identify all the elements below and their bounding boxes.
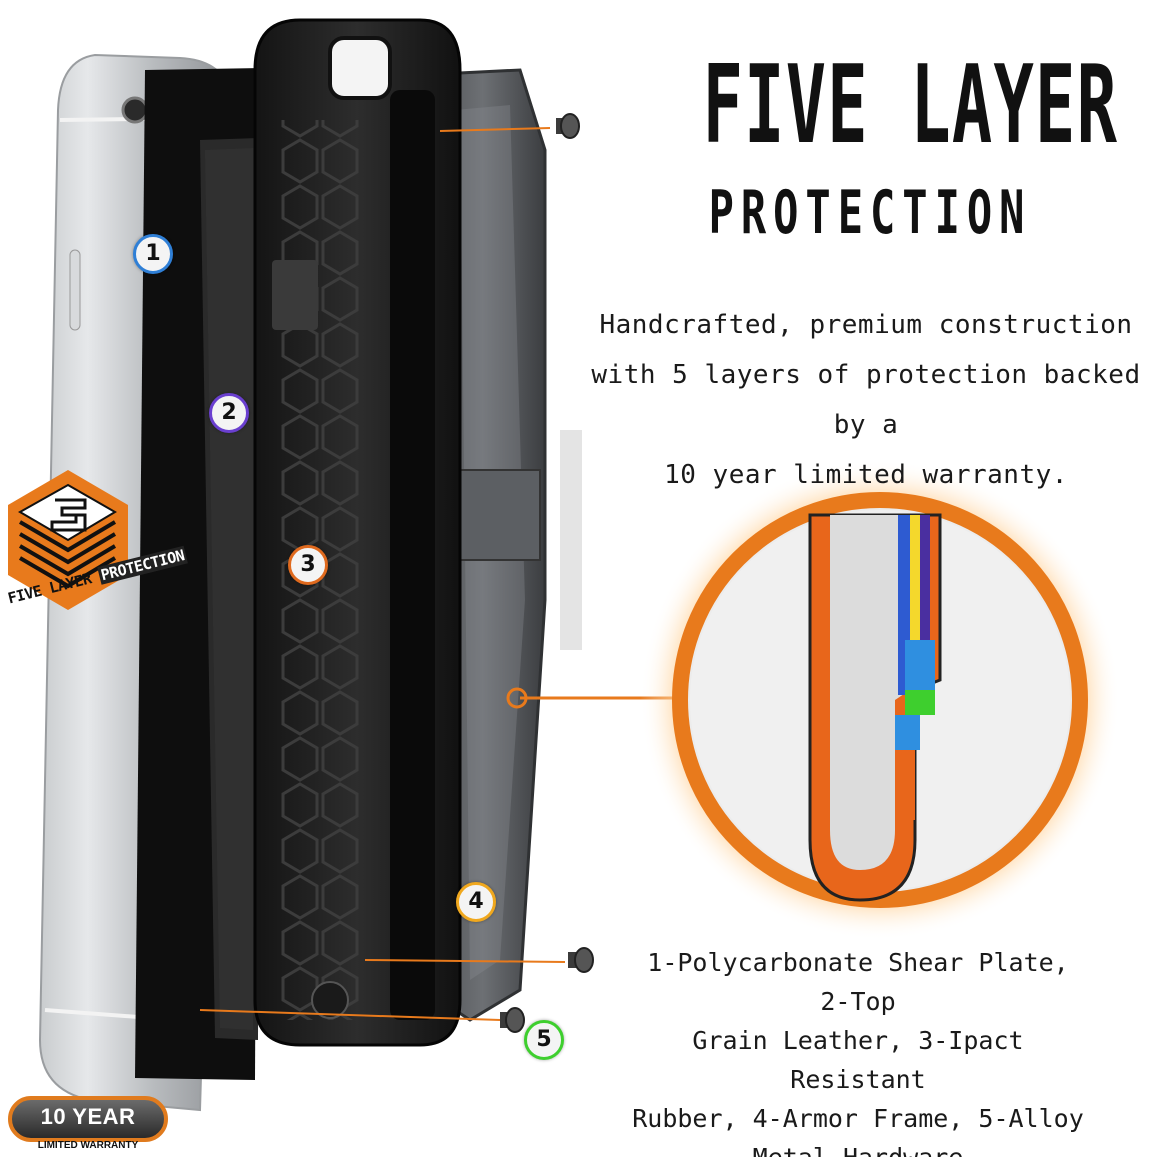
lower-screw-icon <box>500 1007 525 1033</box>
layer-badge-4: 4 <box>456 882 496 922</box>
legend-line: Rubber, 4-Armor Frame, 5-Alloy <box>632 1104 1084 1133</box>
layers-legend: 1-Polycarbonate Shear Plate, 2-Top Grain… <box>628 943 1088 1157</box>
cross-section-layers-icon <box>808 513 942 902</box>
warranty-badge-sub: LIMITED WARRANTY <box>37 1140 139 1151</box>
five-layer-logo-icon <box>8 470 128 610</box>
headline-title: FIVE LAYER <box>702 43 1119 168</box>
description-line: with 5 layers of protection backed by a <box>591 360 1141 440</box>
callout-dot-icon <box>506 687 528 709</box>
headline-subtitle: PROTECTION <box>708 178 1032 248</box>
layer-badge-5: 5 <box>524 1020 564 1060</box>
description-line: Handcrafted, premium construction <box>599 310 1133 340</box>
camera-lens-icon <box>121 96 149 124</box>
legend-line: Metal Hardware <box>628 1138 1088 1157</box>
legend-line: 1-Polycarbonate Shear Plate, 2-Top <box>647 948 1069 1016</box>
description-line: 10 year limited warranty. <box>664 460 1068 490</box>
layer-badge-2: 2 <box>209 393 249 433</box>
warranty-badge: 10 YEAR <box>8 1096 168 1142</box>
warranty-badge-main: 10 YEAR <box>40 1104 136 1129</box>
layer-badge-1: 1 <box>133 234 173 274</box>
bottom-screw-icon <box>568 947 594 973</box>
description-text: Handcrafted, premium construction with 5… <box>586 300 1146 500</box>
top-screw-icon <box>556 113 580 139</box>
legend-line: Grain Leather, 3-Ipact Resistant <box>692 1026 1024 1094</box>
layer-badge-3: 3 <box>288 545 328 585</box>
